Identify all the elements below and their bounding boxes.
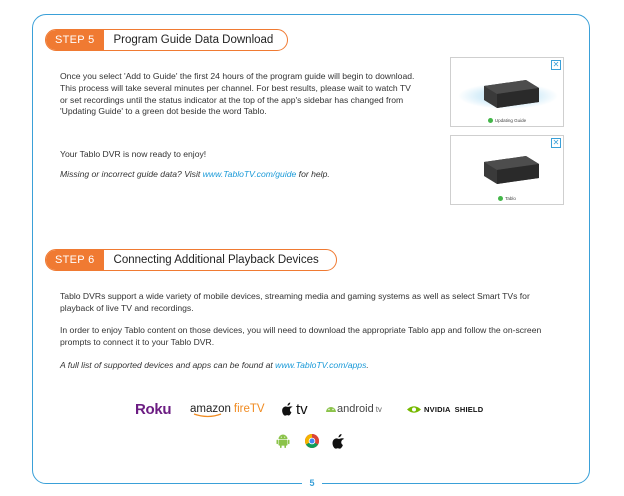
nvidia-eye-icon <box>407 405 421 413</box>
apple-icon <box>332 434 345 449</box>
step5-paragraph-3: Missing or incorrect guide data? Visit w… <box>60 169 420 181</box>
updating-guide-image: ✕ Updating Guide <box>450 57 564 127</box>
roku-text: Roku <box>135 400 172 418</box>
chrome-icon <box>305 434 319 448</box>
page-number: 5 <box>302 475 322 491</box>
tablo-device-image <box>484 156 539 184</box>
step5-number: STEP 5 <box>46 30 104 50</box>
firetv-text: fireTV <box>233 403 265 415</box>
close-icon[interactable]: ✕ <box>551 60 561 70</box>
close-icon[interactable]: ✕ <box>551 138 561 148</box>
amazon-text: amazon <box>190 403 231 415</box>
android-head-icon <box>326 407 336 412</box>
step5-paragraph-2: Your Tablo DVR is now ready to enjoy! <box>60 149 207 159</box>
tablo-device-glow-image <box>458 80 558 109</box>
step5-paragraph-1: Once you select 'Add to Guide' the first… <box>60 71 415 117</box>
step6-para3-prefix: A full list of supported devices and app… <box>60 360 276 370</box>
apple-tv-logo: tv <box>282 398 308 420</box>
apps-link[interactable]: www.TabloTV.com/apps <box>275 360 367 370</box>
androidtv-text: tv <box>375 404 382 414</box>
step6-number: STEP 6 <box>46 250 104 270</box>
appletv-text: tv <box>296 400 308 418</box>
nvidia-text: NVIDIA <box>424 404 451 414</box>
android-text: android <box>337 403 374 415</box>
step5-header: STEP 5 Program Guide Data Download <box>45 29 288 51</box>
step5-para3-suffix: for help. <box>296 169 330 179</box>
step5-para3-prefix: Missing or incorrect guide data? Visit <box>60 169 203 179</box>
shield-text: SHIELD <box>454 404 484 414</box>
apple-icon <box>282 402 293 416</box>
android-icon <box>276 434 290 448</box>
step6-paragraph-1: Tablo DVRs support a wide variety of mob… <box>60 291 530 313</box>
mobile-os-icons <box>0 433 624 449</box>
amazon-smile-icon <box>193 413 222 418</box>
step6-header: STEP 6 Connecting Additional Playback De… <box>45 249 337 271</box>
status-dot-icon <box>487 118 493 123</box>
step6-paragraph-2: In order to enjoy Tablo content on those… <box>60 325 542 347</box>
step5-title: Program Guide Data Download <box>113 34 274 46</box>
image2-status-text: Tablo <box>505 195 516 201</box>
roku-logo: Roku <box>135 398 172 420</box>
step6-paragraph-3: A full list of supported devices and app… <box>60 360 550 372</box>
image1-status-text: Updating Guide <box>494 117 527 123</box>
status-dot-icon <box>498 196 504 201</box>
step6-para3-suffix: . <box>366 360 369 370</box>
step6-title: Connecting Additional Playback Devices <box>113 254 319 266</box>
tablo-ready-image: ✕ Tablo <box>450 135 564 205</box>
guide-link[interactable]: www.TabloTV.com/guide <box>202 169 297 179</box>
